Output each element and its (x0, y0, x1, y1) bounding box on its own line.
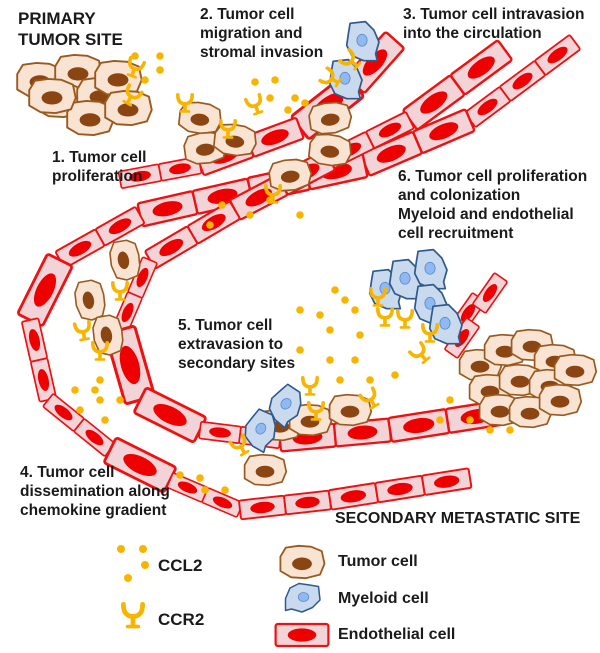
ccl2-dot (351, 356, 359, 364)
tumor-cell (538, 383, 583, 417)
ccr2-receptor (72, 319, 94, 344)
ccl2-dot (366, 376, 374, 384)
ccl2-dot (101, 416, 109, 424)
ccr2-receptor (375, 306, 395, 329)
endothelial-cell (327, 481, 380, 511)
legend-ccl2-dot (117, 545, 125, 553)
ccl2-chemokine-dots (71, 52, 514, 494)
step-4-label: 4. Tumor cell dissemination along chemok… (20, 464, 170, 519)
ccl2-dot (131, 52, 139, 60)
step-2-label: 2. Tumor cell migration and stromal inva… (200, 6, 324, 61)
endothelial-cell (136, 189, 199, 228)
tumor-cell (106, 237, 144, 283)
ccr2-receptor (408, 341, 435, 368)
step-1-label: 1. Tumor cell proliferation (52, 149, 147, 185)
ccl2-dot (326, 356, 334, 364)
ccl2-dot (301, 99, 309, 107)
legend-ccr2-icon (123, 604, 142, 628)
endothelial-cell (386, 407, 451, 444)
ccl2-dot (446, 396, 454, 404)
ccr2-receptor (243, 92, 268, 119)
ccl2-dot (296, 346, 304, 354)
step-5-label: 5. Tumor cell extravasion to secondary s… (178, 317, 296, 372)
ccl2-dot (218, 201, 226, 209)
endothelial-cell (471, 271, 509, 315)
legend-myeloid-cell-label: Myeloid cell (338, 590, 429, 607)
ccl2-dot (466, 416, 474, 424)
endothelial-cell (420, 467, 473, 497)
myeloid-cell (413, 248, 448, 290)
ccl2-dot (266, 196, 274, 204)
legend-ccl2-label: CCL2 (158, 556, 203, 575)
ccl2-dot (271, 76, 279, 84)
ccl2-dot (246, 211, 254, 219)
ccl2-dot (356, 331, 364, 339)
endothelial-cell (374, 474, 426, 504)
ccl2-dot (486, 426, 494, 434)
ccl2-dot (96, 396, 104, 404)
legend-tumor-cell-label: Tumor cell (338, 553, 418, 570)
ccl2-dot (251, 78, 259, 86)
ccl2-dot (296, 306, 304, 314)
ccl2-dot (291, 94, 299, 102)
ccl2-dot (331, 286, 339, 294)
ccl2-dot (351, 306, 359, 314)
legend-ccl2-dot (141, 561, 149, 569)
endothelial-cell (283, 489, 332, 516)
tumor-cell (243, 453, 288, 487)
ccl2-dot (316, 311, 324, 319)
ccl2-dot (506, 426, 514, 434)
ccl2-dot (116, 396, 124, 404)
ccl2-dot (76, 406, 84, 414)
ccl2-dot (201, 486, 209, 494)
tumor-cell (28, 77, 77, 115)
ccl2-dot (296, 211, 304, 219)
legend-tumor-cell-icon (279, 544, 326, 580)
ccl2-dot (326, 326, 334, 334)
legend-ccr2-label: CCR2 (158, 610, 205, 629)
ccl2-dot (221, 486, 229, 494)
ccl2-dot (156, 52, 164, 60)
primary-tumor-site-label: PRIMARY TUMOR SITE (18, 9, 123, 49)
ccl2-dot (284, 106, 292, 114)
ccl2-dot (91, 386, 99, 394)
tumor-cell (71, 277, 109, 323)
ccl2-dot (196, 474, 204, 482)
ccl2-dot (436, 416, 444, 424)
endothelial-cell (198, 420, 242, 445)
myeloid-cell (428, 303, 463, 345)
ccl2-dot (156, 66, 164, 74)
ccl2-dot (71, 386, 79, 394)
legend-ccl2-dot (124, 574, 132, 582)
step-6-label: 6. Tumor cell proliferation and coloniza… (398, 168, 588, 242)
ccr2-receptor (395, 308, 415, 331)
endothelial-cell (94, 205, 146, 247)
tumor-cell (553, 353, 598, 387)
legend-symbols (117, 544, 330, 648)
ccl2-dot (206, 221, 214, 229)
ccl2-dot (336, 376, 344, 384)
ccl2-dot (176, 471, 184, 479)
legend-ccl2-dot (139, 545, 147, 553)
legend-myeloid-cell-icon (284, 582, 321, 613)
ccl2-dot (266, 94, 274, 102)
ccl2-dot (341, 296, 349, 304)
step-3-label: 3. Tumor cell intravasion into the circu… (403, 6, 585, 42)
ccl2-dot (391, 371, 399, 379)
ccr2-receptor (300, 375, 320, 398)
endothelial-cell (238, 494, 287, 521)
legend-endothelial-cell-icon (274, 622, 330, 648)
legend-endothelial-cell-label: Endothelial cell (338, 626, 456, 643)
ccl2-dot (141, 76, 149, 84)
ccl2-dot (96, 376, 104, 384)
secondary-metastatic-site-label: SECONDARY METASTATIC SITE (335, 510, 581, 527)
endothelial-cell (132, 386, 208, 444)
endothelial-cell (16, 252, 74, 328)
